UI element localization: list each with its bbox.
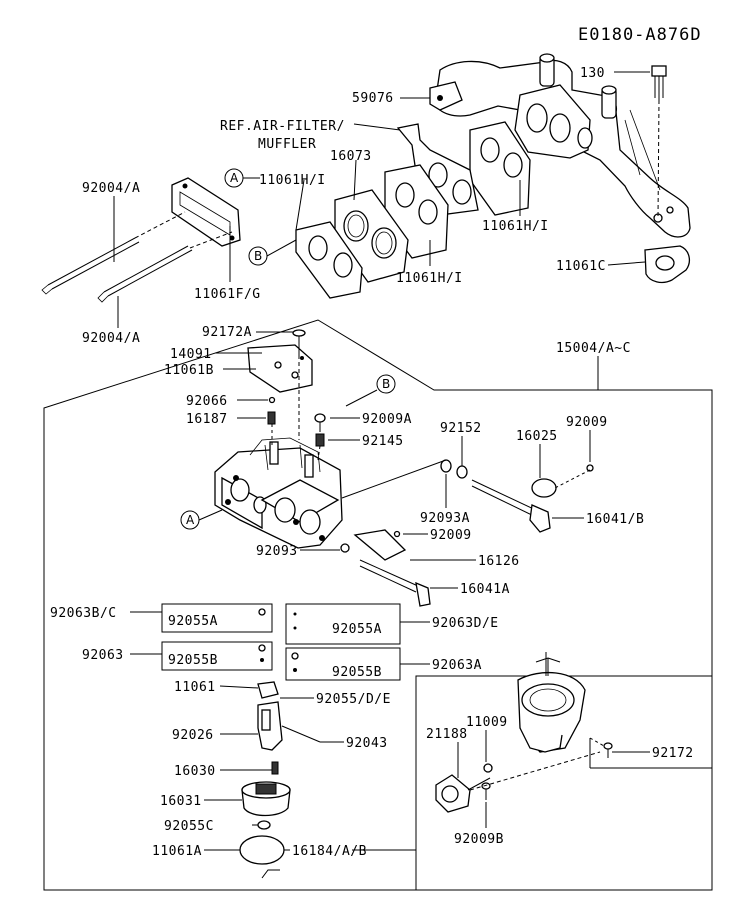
oring-92055c: [257, 820, 271, 830]
callout-a-mid: A: [180, 510, 200, 530]
label-11061: 11061: [174, 680, 216, 695]
label-92009-right: 92009: [566, 415, 608, 430]
gasket-11061: [257, 681, 279, 699]
screw-92172: [589, 737, 613, 758]
float-92026: [257, 701, 321, 751]
carburetor-body: [214, 437, 343, 549]
label-92009b: 92009B: [454, 832, 504, 847]
choke-motor-21188: [435, 774, 491, 813]
leader-lines: [113, 71, 650, 851]
label-16073: 16073: [330, 149, 372, 164]
label-92145: 92145: [362, 434, 404, 449]
svg-text:B: B: [254, 249, 262, 263]
label-92004a-top: 92004/A: [82, 181, 140, 196]
gasket-11061fg: [171, 177, 241, 247]
label-92063de: 92063D/E: [432, 616, 499, 631]
callout-a-top: A: [224, 168, 244, 188]
label-11061hi-3: 11061H/I: [396, 271, 463, 286]
label-11061fg: 11061F/G: [194, 287, 261, 302]
screw-92009a: [314, 413, 326, 432]
label-92055c: 92055C: [164, 819, 214, 834]
callout-b-top: B: [248, 246, 268, 266]
choke-axis: [469, 751, 601, 791]
label-92055a-right: 92055A: [332, 622, 382, 637]
bracket-14091: [247, 344, 313, 393]
gasket-11061hi-upper: [469, 121, 531, 216]
shaft-16041a: [340, 529, 431, 607]
label-15004: 15004/A~C: [556, 341, 631, 356]
label-21188: 21188: [426, 727, 468, 742]
label-16184: 16184/A/B: [292, 844, 367, 859]
label-14091: 14091: [170, 347, 212, 362]
screw-92172a: [292, 329, 306, 440]
label-92063: 92063: [82, 648, 124, 663]
jet-16030: [271, 761, 279, 775]
label-92043: 92043: [346, 736, 388, 751]
svg-text:A: A: [230, 171, 239, 185]
label-92093: 92093: [256, 544, 298, 559]
label-11061hi-1: 11061H/I: [259, 173, 326, 188]
kit-box-92063de: [285, 603, 401, 645]
stud-92004a-lower: [97, 231, 233, 303]
carburetor-assembly-box: [43, 319, 713, 891]
bowl-16031: [241, 781, 291, 817]
gasket-11061a: [239, 835, 285, 865]
label-92093a: 92093A: [420, 511, 470, 526]
label-92055de: 92055/D/E: [316, 692, 391, 707]
label-16041a: 16041A: [460, 582, 510, 597]
label-92009a: 92009A: [362, 412, 412, 427]
label-92152: 92152: [440, 421, 482, 436]
label-92063bc: 92063B/C: [50, 606, 117, 621]
plug-92066: [268, 396, 276, 404]
label-92055b-right: 92055B: [332, 665, 382, 680]
diagram-id: E0180-A876D: [578, 25, 702, 45]
washer-11009: [483, 763, 493, 773]
mark-bottom: [261, 869, 280, 879]
spring-92145: [315, 433, 325, 461]
stud-92004a-upper: [41, 211, 186, 295]
label-92026: 92026: [172, 728, 214, 743]
label-11061hi-2: 11061H/I: [482, 219, 549, 234]
label-59076: 59076: [352, 91, 394, 106]
label-ref-air-filter: REF.AIR-FILTER/: [220, 119, 345, 134]
svg-text:B: B: [382, 377, 390, 391]
label-ref-muffler: MUFFLER: [258, 137, 316, 152]
choke-housing-subassembly: [517, 657, 586, 753]
plate-59076: [396, 123, 479, 216]
kit-box-92063bc: [161, 603, 273, 633]
label-16041b: 16041/B: [586, 512, 644, 527]
label-130: 130: [580, 66, 605, 81]
svg-text:A: A: [186, 513, 195, 527]
label-16030: 16030: [174, 764, 216, 779]
kit-box-92063: [161, 641, 273, 671]
label-92004a-bot: 92004/A: [82, 331, 140, 346]
label-11009: 11009: [466, 715, 508, 730]
label-92055a-left: 92055A: [168, 614, 218, 629]
label-92066: 92066: [186, 394, 228, 409]
label-92172: 92172: [652, 746, 694, 761]
gasket-11061hi-left: [295, 221, 363, 299]
label-92063a: 92063A: [432, 658, 482, 673]
shaft-16041b: [341, 459, 594, 533]
label-16025: 16025: [516, 429, 558, 444]
screw-92009b: [481, 782, 491, 800]
label-11061a: 11061A: [152, 844, 202, 859]
label-16126: 16126: [478, 554, 520, 569]
label-16031: 16031: [160, 794, 202, 809]
label-92009-center: 92009: [430, 528, 472, 543]
intake-manifold: [429, 53, 691, 238]
label-92172a: 92172A: [202, 325, 252, 340]
gasket-11061c: [644, 245, 691, 284]
label-11061c: 11061C: [556, 259, 606, 274]
callout-b-mid: B: [376, 374, 396, 394]
jet-16187: [267, 411, 276, 448]
label-92055b-left: 92055B: [168, 653, 218, 668]
bolt-130: [651, 65, 667, 219]
label-16187: 16187: [186, 412, 228, 427]
label-11061b: 11061B: [164, 363, 214, 378]
